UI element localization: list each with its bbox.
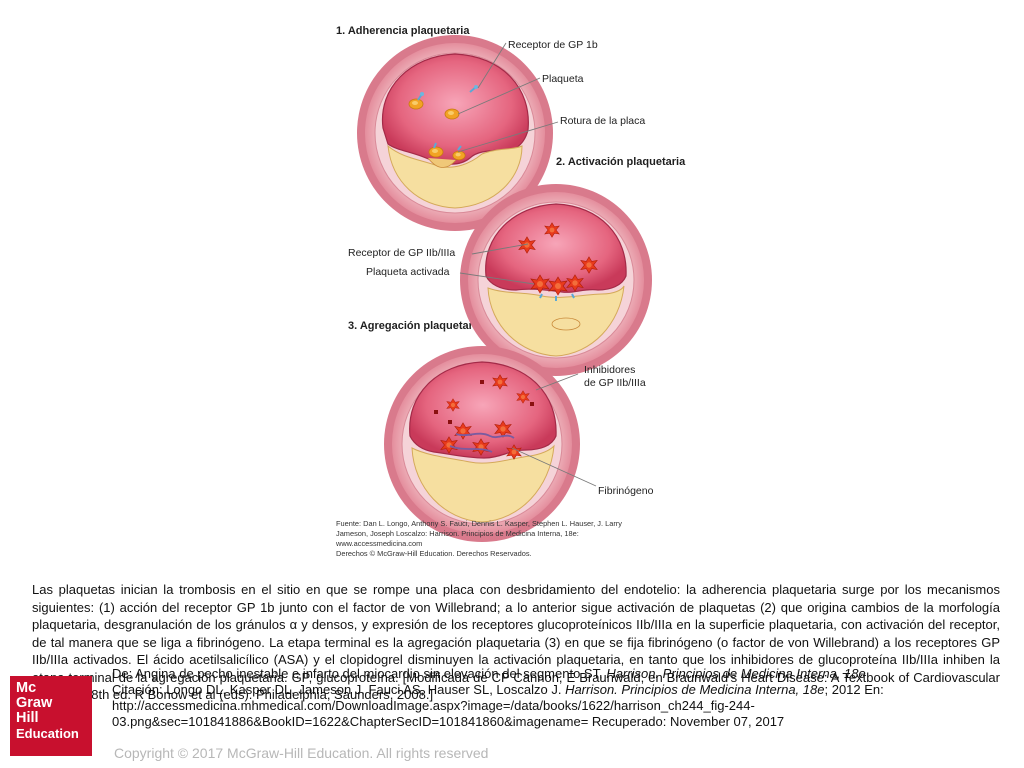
citation-from: De: Angina de pecho inestable e infarto … xyxy=(32,666,1000,682)
platelet xyxy=(444,108,460,120)
logo-line: Mc xyxy=(16,680,37,696)
label-inhibitors-line2: de GP IIb/IIIa xyxy=(584,377,646,389)
platelet xyxy=(428,146,444,158)
platelet-figure: 1. Adherencia plaquetaria 2. Activación … xyxy=(330,18,688,566)
citation-book-title: Harrison. Principios de Medicina Interna… xyxy=(565,682,825,697)
vessel-activation xyxy=(460,184,652,376)
figure-source-line: www.accessmedicina.com xyxy=(335,539,422,548)
label-inhibitors-line1: Inhibidores xyxy=(584,364,635,376)
citation-block: De: Angina de pecho inestable e infarto … xyxy=(32,666,1000,730)
vessel-adhesion xyxy=(357,35,553,231)
figure-caption: Las plaquetas inician la trombosis en el… xyxy=(32,582,1000,702)
figure-source-line: Derechos © McGraw-Hill Education. Derech… xyxy=(336,549,532,558)
logo-line: Graw xyxy=(16,695,53,711)
platelet xyxy=(452,150,466,161)
panel1-title: 1. Adherencia plaquetaria xyxy=(336,25,470,37)
label-plaque-rupture: Rotura de la placa xyxy=(560,115,645,127)
figure-source-line: Fuente: Dan L. Longo, Anthony S. Fauci, … xyxy=(336,519,622,528)
label-fibrinogen: Fibrinógeno xyxy=(598,485,654,497)
panel3-title: 3. Agregación plaquetaria xyxy=(348,320,483,332)
label-activated-platelet: Plaqueta activada xyxy=(366,266,450,278)
fibrinogen-strands xyxy=(449,432,515,453)
label-gp2b3a-receptor: Receptor de GP IIb/IIIa xyxy=(348,247,455,259)
figure-source-line: Jameson, Joseph Loscalzo: Harrison. Prin… xyxy=(336,529,579,538)
logo-line: Hill xyxy=(16,710,39,726)
label-gp1b-receptor: Receptor de GP 1b xyxy=(508,39,598,51)
copyright-notice: Copyright © 2017 McGraw-Hill Education. … xyxy=(114,745,489,761)
mcgraw-hill-logo: Mc Graw Hill Education xyxy=(10,676,92,756)
citation-url[interactable]: ; 2012 En: http://accessmedicina.mhmedic… xyxy=(112,682,884,729)
citation-authors: Citación: Longo DL, Kasper DL, Jameson J… xyxy=(112,682,566,697)
citation-from-text: De: Angina de pecho inestable e infarto … xyxy=(112,666,607,681)
citation-from-book: Harrison. Principios de Medicina Interna… xyxy=(606,666,866,681)
vessel-aggregation xyxy=(384,346,580,542)
label-platelet: Plaqueta xyxy=(542,73,584,85)
panel2-title: 2. Activación plaquetaria xyxy=(556,156,686,168)
citation-text: Citación: Longo DL, Kasper DL, Jameson J… xyxy=(32,682,1000,730)
platelet xyxy=(408,98,424,110)
logo-line: Education xyxy=(16,726,79,741)
